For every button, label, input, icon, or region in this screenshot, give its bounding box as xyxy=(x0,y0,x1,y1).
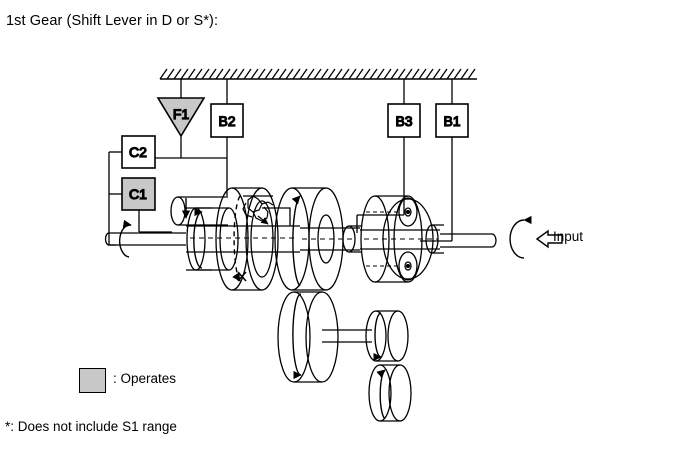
input-label: Input xyxy=(553,229,584,244)
component-b1-label: B1 xyxy=(443,113,460,129)
legend-operates-swatch xyxy=(79,368,106,393)
component-c2-label: C2 xyxy=(129,144,147,160)
component-b2[interactable]: B2 xyxy=(210,103,244,138)
component-f1-label: F1 xyxy=(173,106,190,122)
input-arrow-icon xyxy=(535,229,563,249)
component-c1[interactable]: C1 xyxy=(121,177,156,211)
planetary-ring-gear xyxy=(215,187,279,291)
legend-operates-label: : Operates xyxy=(113,371,177,386)
component-c2[interactable]: C2 xyxy=(121,135,156,169)
final-drive-gear xyxy=(365,310,409,362)
hatched-ground-line xyxy=(159,68,477,80)
component-f1[interactable]: F1 xyxy=(156,97,206,138)
component-b3-label: B3 xyxy=(395,113,412,129)
blocked-rotation-x-mark xyxy=(237,271,247,282)
counter-drive-gear xyxy=(274,187,344,291)
shaft-sleeve-right xyxy=(425,224,444,254)
footnote-text: *: Does not include S1 range xyxy=(5,419,177,434)
component-b1[interactable]: B1 xyxy=(435,103,469,138)
clutch-sleeve-c2 xyxy=(170,196,228,226)
rotation-arrows xyxy=(119,195,532,420)
counter-driven-gear xyxy=(277,291,339,383)
component-b2-label: B2 xyxy=(218,113,235,129)
component-c1-label: C1 xyxy=(129,186,147,202)
shaft-sleeve-mid xyxy=(342,225,361,253)
page-title: 1st Gear (Shift Lever in D or S*): xyxy=(6,13,219,29)
counter-shaft-lower xyxy=(322,329,372,343)
differential-ring-gear xyxy=(368,364,412,422)
rear-brake-drum xyxy=(360,195,434,283)
carrier-bracket xyxy=(243,195,291,226)
component-b3[interactable]: B3 xyxy=(387,103,421,138)
shaft-assembly xyxy=(104,225,497,253)
